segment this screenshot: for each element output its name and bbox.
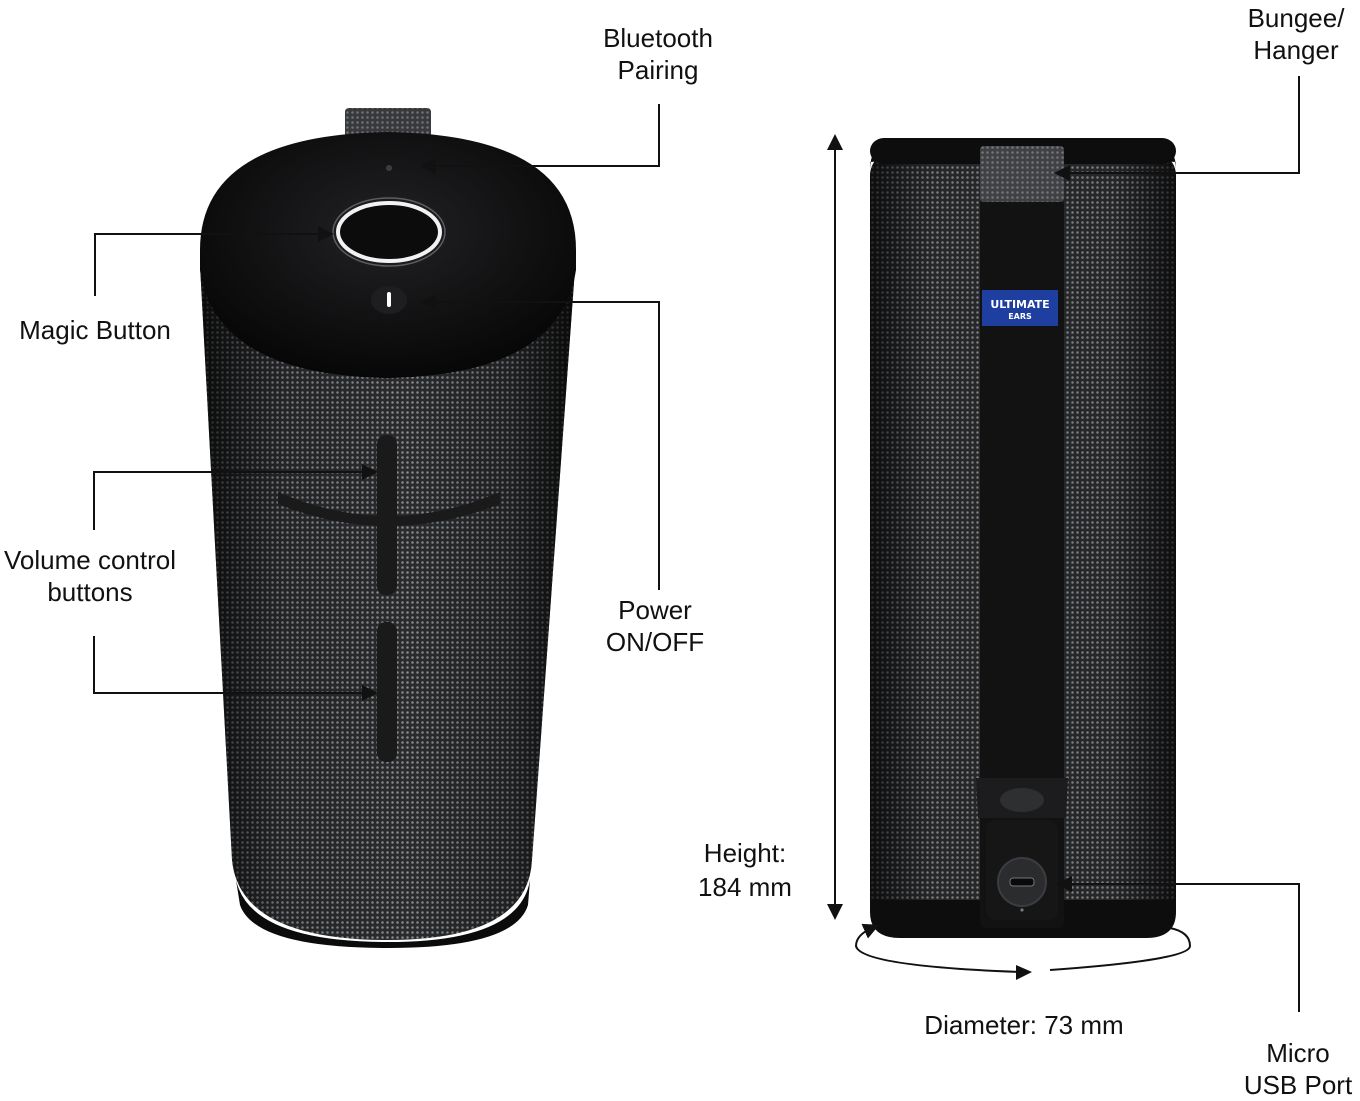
label-volume-control: Volume control buttons bbox=[0, 544, 180, 608]
label-bluetooth-pairing: Bluetooth Pairing bbox=[588, 22, 728, 86]
micro-usb-port[interactable] bbox=[997, 857, 1047, 912]
brand-line2: EARS bbox=[1008, 312, 1032, 321]
speaker-back-view: ULTIMATE EARS bbox=[870, 138, 1176, 938]
bluetooth-pairing-button[interactable] bbox=[386, 165, 392, 171]
diameter-arrow-head bbox=[1016, 965, 1032, 980]
bungee-strap bbox=[976, 146, 1068, 928]
callout-bungee bbox=[1054, 76, 1300, 181]
volume-up-button[interactable] bbox=[278, 435, 500, 595]
label-power: Power ON/OFF bbox=[595, 594, 715, 658]
label-usb-line2: USB Port bbox=[1243, 1070, 1353, 1100]
label-volume-line2: buttons bbox=[47, 577, 133, 607]
label-bungee-line2: Hanger bbox=[1253, 35, 1339, 65]
label-bungee-line1: Bungee/ bbox=[1247, 3, 1345, 33]
label-magic-button: Magic Button bbox=[19, 315, 171, 345]
diameter-rotation-arrow bbox=[854, 928, 1192, 973]
callout-usb bbox=[1056, 876, 1300, 1012]
label-power-line1: Power bbox=[618, 595, 692, 625]
callout-volume-up bbox=[93, 464, 378, 530]
label-height-line1: Height: bbox=[703, 838, 787, 868]
callout-volume-down bbox=[93, 636, 378, 701]
brand-line1: ULTIMATE bbox=[990, 298, 1049, 311]
label-bluetooth-line2: Pairing bbox=[617, 55, 699, 85]
callout-power bbox=[420, 294, 660, 590]
label-height-line2: 184 mm bbox=[698, 872, 792, 902]
label-micro-usb: Micro USB Port bbox=[1236, 1037, 1360, 1101]
callout-bluetooth bbox=[420, 104, 660, 174]
label-usb-line1: Micro bbox=[1266, 1038, 1330, 1068]
speaker-front-view bbox=[200, 108, 576, 948]
ultimate-ears-badge: ULTIMATE EARS bbox=[982, 290, 1058, 326]
label-diameter: Diameter: 73 mm bbox=[924, 1010, 1124, 1040]
label-power-line2: ON/OFF bbox=[605, 627, 705, 657]
label-bungee-hanger: Bungee/ Hanger bbox=[1236, 2, 1356, 66]
magic-button[interactable] bbox=[332, 197, 446, 267]
volume-down-button[interactable] bbox=[377, 622, 397, 762]
label-volume-line1: Volume control bbox=[4, 545, 176, 575]
label-height: Height: 184 mm bbox=[690, 836, 800, 904]
label-bluetooth-line1: Bluetooth bbox=[603, 23, 713, 53]
callout-magic bbox=[94, 226, 334, 296]
power-button[interactable] bbox=[371, 286, 407, 314]
